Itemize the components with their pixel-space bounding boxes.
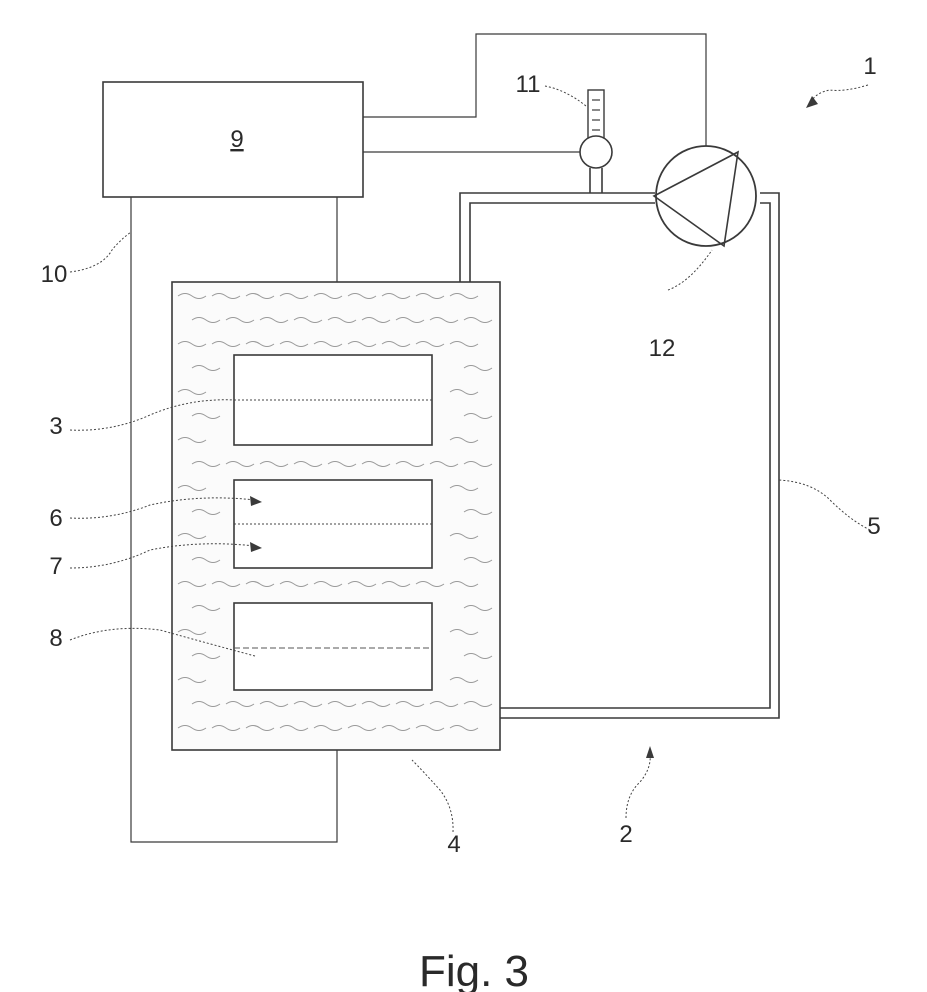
return-pipe-outer — [500, 193, 779, 718]
arrow-2 — [646, 746, 654, 758]
leader-10 — [70, 232, 131, 272]
label-control-unit: 9 — [230, 126, 243, 153]
label-pump: 12 — [649, 335, 676, 362]
pipe-outer — [460, 193, 655, 282]
label-component-c: 8 — [49, 625, 62, 652]
leader-12 — [668, 250, 712, 290]
pump-circle — [656, 146, 756, 246]
pipe-inner — [470, 203, 655, 282]
label-tank: 4 — [447, 831, 460, 858]
label-temperature-sensor: 11 — [516, 71, 541, 98]
component-box-8 — [234, 603, 432, 690]
sensor-stub — [590, 168, 602, 193]
label-component-b-upper: 6 — [49, 505, 62, 532]
label-component-b-lower: 7 — [49, 553, 62, 580]
label-cooling-circuit: 2 — [619, 821, 632, 848]
leader-4 — [412, 760, 453, 832]
label-return-line: 5 — [867, 513, 880, 540]
leader-2 — [626, 752, 650, 818]
thermometer-stem — [588, 90, 604, 142]
label-control-line: 10 — [41, 261, 68, 288]
return-pipe-inner — [500, 203, 770, 708]
label-component-a: 3 — [49, 413, 62, 440]
leader-1 — [812, 85, 868, 100]
label-system: 1 — [863, 53, 876, 80]
temperature-sensor-bulb — [580, 136, 612, 168]
figure-caption: Fig. 3 — [419, 947, 529, 992]
leader-11 — [545, 86, 586, 106]
arrow-1 — [806, 96, 818, 108]
leader-5 — [779, 480, 870, 530]
